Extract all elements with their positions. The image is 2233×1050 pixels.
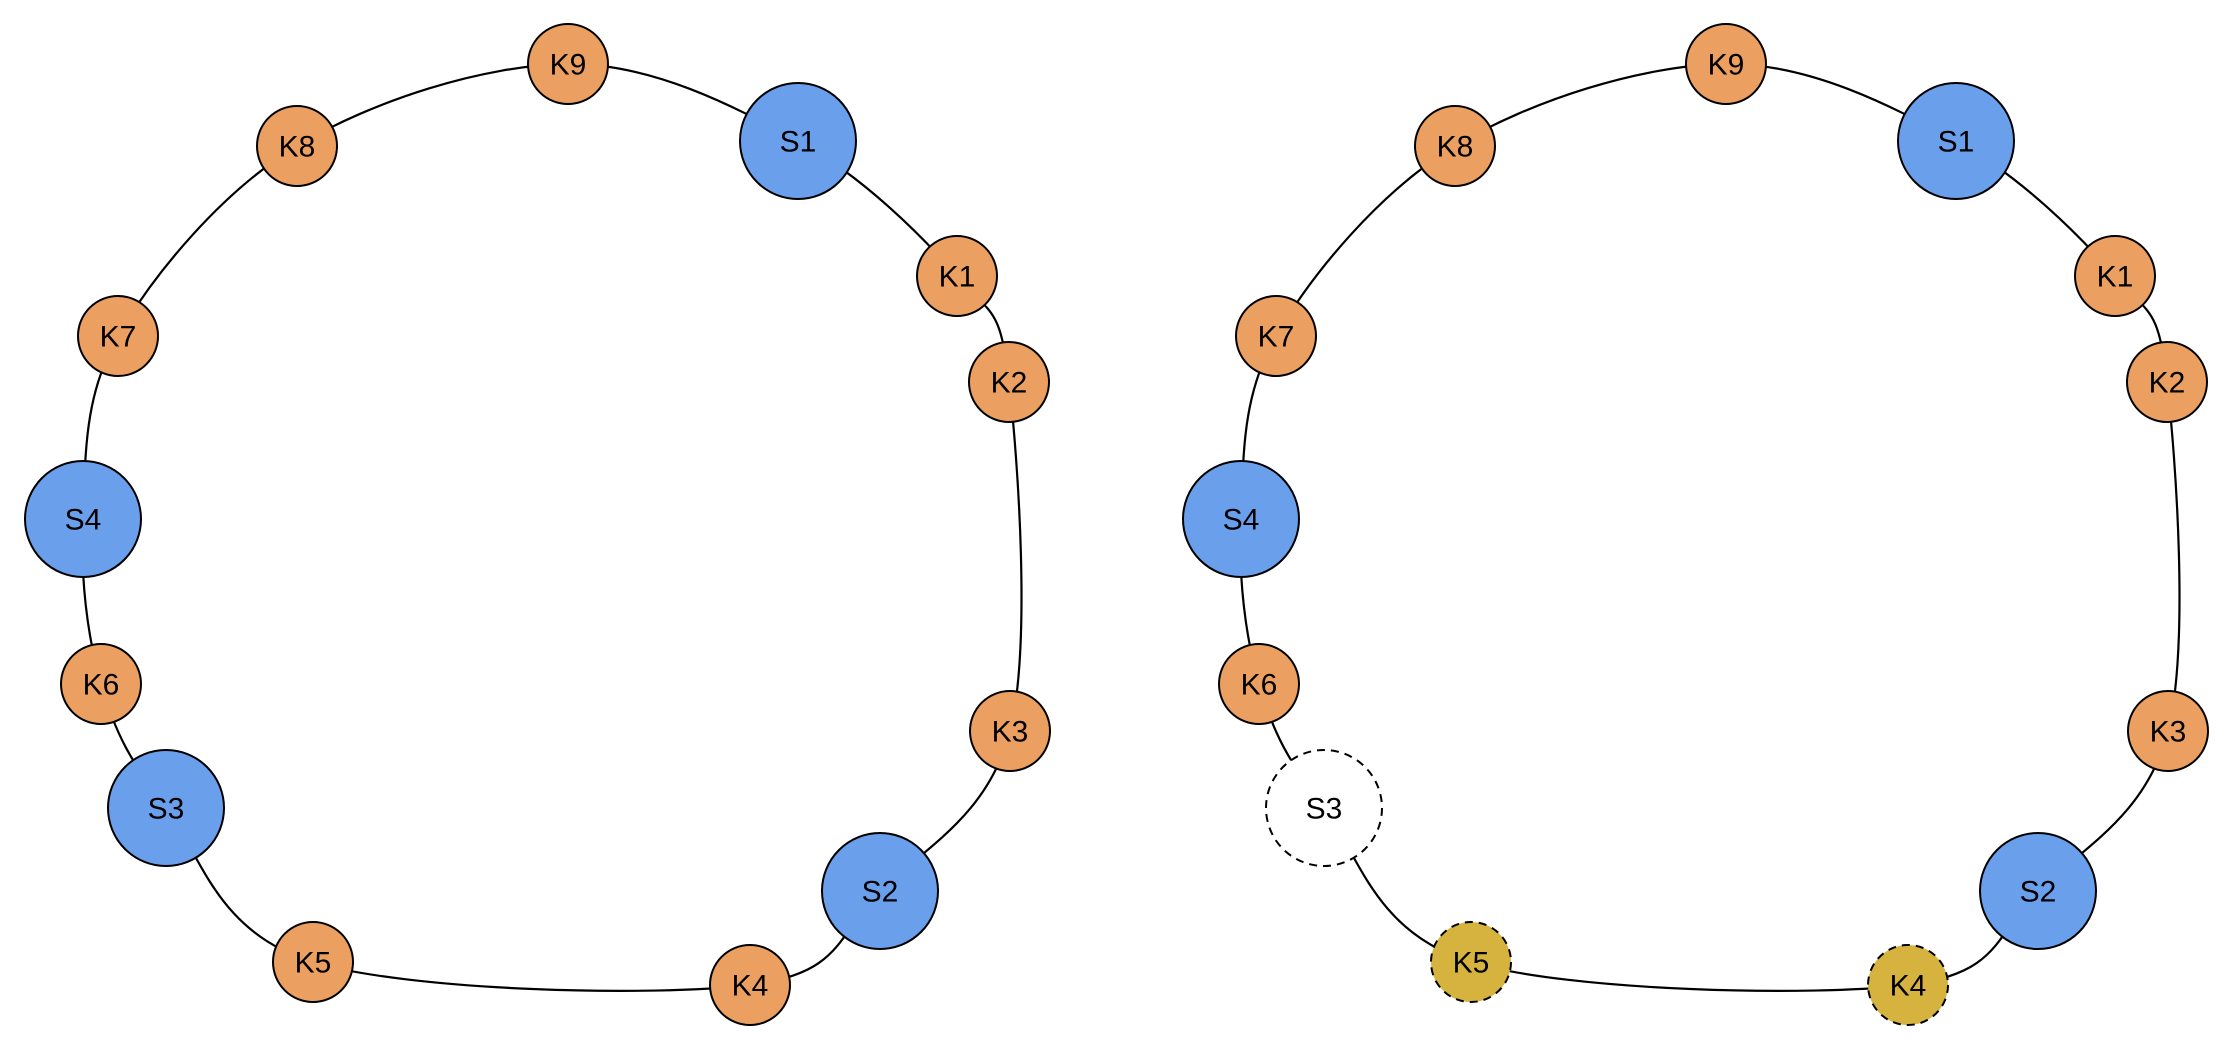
node-label: S4	[1223, 504, 1260, 537]
key-node-k3: K3	[969, 690, 1051, 772]
node-circle	[1430, 921, 1512, 1003]
server-node-s2: S2	[821, 832, 939, 950]
server-node-s3: S3	[1265, 749, 1383, 867]
key-node-k7: K7	[77, 295, 159, 377]
key-node-k8: K8	[256, 105, 338, 187]
node-circle	[1235, 295, 1317, 377]
node-circle	[1685, 23, 1767, 105]
node-circle	[2127, 690, 2209, 772]
server-node-s3: S3	[107, 749, 225, 867]
server-node-s1: S1	[1897, 82, 2015, 200]
node-circle	[1182, 460, 1300, 578]
node-label: S3	[148, 793, 185, 826]
node-circle	[107, 749, 225, 867]
key-node-k9: K9	[527, 23, 609, 105]
node-label: S3	[1306, 793, 1343, 826]
node-circle	[1979, 832, 2097, 950]
key-node-k4: K4	[709, 944, 791, 1026]
key-node-k5: K5	[272, 921, 354, 1003]
node-label: K3	[2150, 716, 2187, 749]
node-label: S1	[780, 126, 817, 159]
node-circle	[968, 341, 1050, 423]
server-node-s4: S4	[24, 460, 142, 578]
node-circle	[821, 832, 939, 950]
key-node-k9: K9	[1685, 23, 1767, 105]
node-label: K7	[100, 321, 137, 354]
node-label: S2	[2020, 876, 2057, 909]
node-label: K7	[1258, 321, 1295, 354]
node-label: K6	[83, 669, 120, 702]
node-circle	[1897, 82, 2015, 200]
key-node-k5: K5	[1430, 921, 1512, 1003]
key-node-k1: K1	[916, 235, 998, 317]
key-node-k4: K4	[1867, 944, 1949, 1026]
node-circle	[916, 235, 998, 317]
node-circle	[527, 23, 609, 105]
node-circle	[709, 944, 791, 1026]
key-node-k7: K7	[1235, 295, 1317, 377]
server-node-s4: S4	[1182, 460, 1300, 578]
node-circle	[739, 82, 857, 200]
node-circle	[77, 295, 159, 377]
node-circle	[969, 690, 1051, 772]
node-circle	[24, 460, 142, 578]
node-circle	[1867, 944, 1949, 1026]
key-node-k1: K1	[2074, 235, 2156, 317]
key-node-k6: K6	[60, 643, 142, 725]
key-node-k3: K3	[2127, 690, 2209, 772]
node-label: K5	[295, 947, 332, 980]
node-circle	[272, 921, 354, 1003]
node-label: S1	[1938, 126, 1975, 159]
node-label: K4	[1890, 970, 1927, 1003]
node-circle	[2074, 235, 2156, 317]
node-label: K9	[550, 49, 587, 82]
node-label: K1	[939, 261, 976, 294]
server-node-s1: S1	[739, 82, 857, 200]
node-label: K8	[279, 131, 316, 164]
server-node-s2: S2	[1979, 832, 2097, 950]
key-node-k6: K6	[1218, 643, 1300, 725]
key-node-k2: K2	[2126, 341, 2208, 423]
node-label: K3	[992, 716, 1029, 749]
node-label: K2	[991, 367, 1028, 400]
node-circle	[1414, 105, 1496, 187]
node-label: K6	[1241, 669, 1278, 702]
node-label: K9	[1708, 49, 1745, 82]
node-circle	[1218, 643, 1300, 725]
node-label: K2	[2149, 367, 2186, 400]
node-label: K5	[1453, 947, 1490, 980]
node-label: K1	[2097, 261, 2134, 294]
node-circle	[256, 105, 338, 187]
node-label: K4	[732, 970, 769, 1003]
node-label: S2	[862, 876, 899, 909]
node-label: S4	[65, 504, 102, 537]
node-circle	[60, 643, 142, 725]
node-circle	[1265, 749, 1383, 867]
key-node-k8: K8	[1414, 105, 1496, 187]
node-circle	[2126, 341, 2208, 423]
node-label: K8	[1437, 131, 1474, 164]
key-node-k2: K2	[968, 341, 1050, 423]
